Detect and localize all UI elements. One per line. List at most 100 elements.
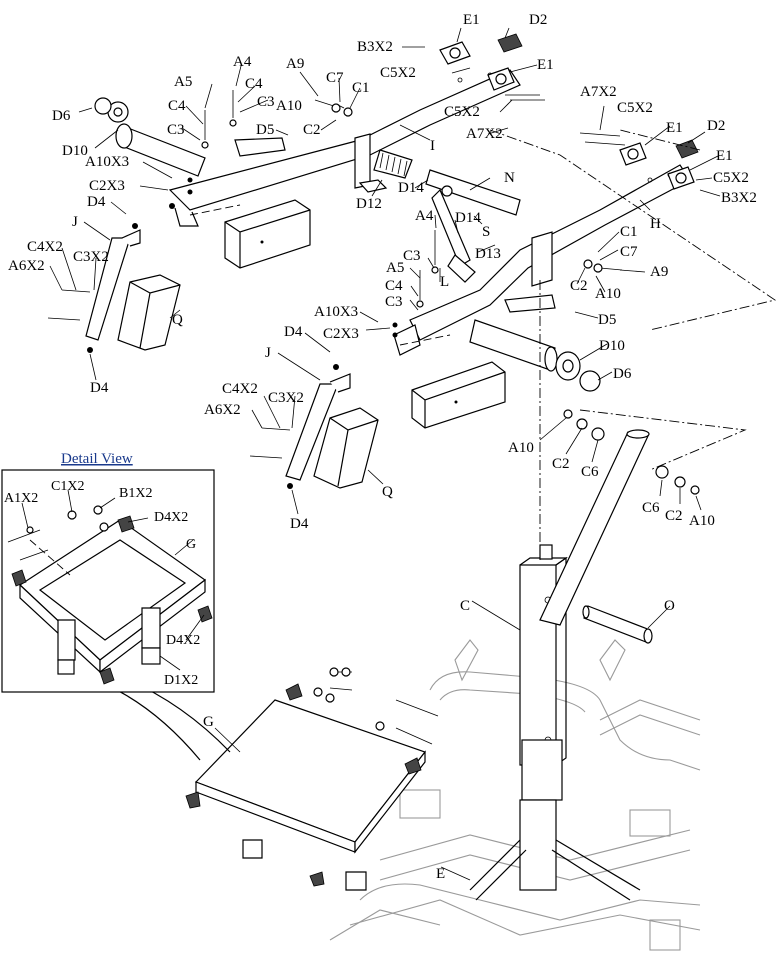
label-d14: D14 — [455, 210, 481, 226]
bearing-plates — [439, 33, 699, 190]
label-c4: C4 — [168, 98, 186, 114]
label-c1x2: C1X2 — [51, 479, 84, 494]
label-c2: C2 — [552, 456, 570, 472]
label-d2: D2 — [707, 118, 725, 134]
label-a5: A5 — [386, 260, 404, 276]
label-c7: C7 — [620, 244, 638, 260]
label-c4x2: C4X2 — [222, 381, 258, 397]
label-q: Q — [172, 312, 183, 328]
label-c5x2: C5X2 — [444, 104, 480, 120]
tube-left — [94, 97, 286, 177]
label-a1x2: A1X2 — [4, 491, 38, 506]
support-j-upper — [85, 229, 141, 341]
label-c2x3: C2X3 — [323, 326, 359, 342]
label-d10: D10 — [62, 143, 88, 159]
label-d5: D5 — [598, 312, 616, 328]
arm-h — [393, 164, 691, 356]
label-e1: E1 — [666, 120, 683, 136]
pad-q-lower — [313, 407, 379, 489]
label-d4: D4 — [284, 324, 303, 340]
label-i: I — [430, 138, 435, 154]
label-c2: C2 — [665, 508, 683, 524]
label-c2: C2 — [570, 278, 588, 294]
label-c7: C7 — [326, 70, 344, 86]
label-b3x2: B3X2 — [357, 39, 393, 55]
label-c6: C6 — [581, 464, 599, 480]
label-d14: D14 — [398, 180, 424, 196]
label-d5: D5 — [256, 122, 274, 138]
arm-i — [168, 69, 521, 227]
label-c3x2: C3X2 — [268, 390, 304, 406]
label-d4: D4 — [87, 194, 106, 210]
label-s: S — [482, 224, 490, 240]
label-d10: D10 — [599, 338, 625, 354]
pin-o — [582, 605, 653, 644]
label-d4: D4 — [290, 516, 309, 532]
detail-view-title: Detail View — [61, 451, 133, 467]
label-a10: A10 — [276, 98, 302, 114]
label-c4: C4 — [385, 278, 403, 294]
pad-right-lower — [411, 361, 506, 429]
bench-g — [89, 667, 439, 891]
leader-lines — [21, 27, 721, 881]
label-a4: A4 — [415, 208, 434, 224]
label-a6x2: A6X2 — [204, 402, 241, 418]
label-c1: C1 — [620, 224, 638, 240]
label-a10: A10 — [689, 513, 715, 529]
label-a9: A9 — [286, 56, 304, 72]
label-d4x2: D4X2 — [166, 633, 200, 648]
label-a10x3: A10X3 — [85, 154, 129, 170]
label-c3: C3 — [403, 248, 421, 264]
label-d12: D12 — [356, 196, 382, 212]
label-a10: A10 — [595, 286, 621, 302]
label-n: N — [504, 170, 515, 186]
label-a9: A9 — [650, 264, 668, 280]
label-d1x2: D1X2 — [164, 673, 198, 688]
label-e1: E1 — [716, 148, 733, 164]
support-j-lower — [285, 373, 351, 481]
label-c3: C3 — [167, 122, 185, 138]
label-e1: E1 — [463, 12, 480, 28]
label-d2: D2 — [529, 12, 547, 28]
label-c3: C3 — [385, 294, 403, 310]
label-q: Q — [382, 484, 393, 500]
label-d6: D6 — [613, 366, 632, 382]
hardware-bolts — [47, 90, 700, 495]
label-b1x2: B1X2 — [119, 486, 152, 501]
label-j: J — [265, 345, 271, 361]
label-o: O — [664, 598, 675, 614]
label-c2: C2 — [303, 122, 321, 138]
detail-view: Detail View — [1, 451, 215, 693]
tube-right — [469, 294, 601, 392]
label-j: J — [72, 214, 78, 230]
label-a5: A5 — [174, 74, 192, 90]
part-labels: E1 D2 B3X2 C5X2 E1 A9 A5 A4 C4 C3 C4 C7 … — [4, 12, 757, 882]
label-c4x2: C4X2 — [27, 239, 63, 255]
label-a6x2: A6X2 — [8, 258, 45, 274]
pad-left-upper — [224, 199, 311, 269]
label-a7x2: A7X2 — [466, 126, 503, 142]
label-c2x3: C2X3 — [89, 178, 125, 194]
label-c5x2: C5X2 — [713, 170, 749, 186]
label-c5x2: C5X2 — [617, 100, 653, 116]
label-g: G — [203, 714, 214, 730]
label-a10: A10 — [508, 440, 534, 456]
label-d4x2: D4X2 — [154, 510, 188, 525]
label-d6: D6 — [52, 108, 71, 124]
label-c4: C4 — [245, 76, 263, 92]
label-d4: D4 — [90, 380, 109, 396]
label-e1: E1 — [537, 57, 554, 73]
label-g: G — [186, 537, 196, 552]
label-c3x2: C3X2 — [73, 249, 109, 265]
pad-q-upper — [117, 274, 181, 351]
label-b3x2: B3X2 — [721, 190, 757, 206]
label-h: H — [650, 216, 661, 232]
assembly-guide-lines — [189, 129, 777, 560]
label-l: L — [440, 274, 449, 290]
label-c6: C6 — [642, 500, 660, 516]
label-e: E — [436, 866, 445, 882]
label-a10x3: A10X3 — [314, 304, 358, 320]
label-c3: C3 — [257, 94, 275, 110]
label-c: C — [460, 598, 470, 614]
